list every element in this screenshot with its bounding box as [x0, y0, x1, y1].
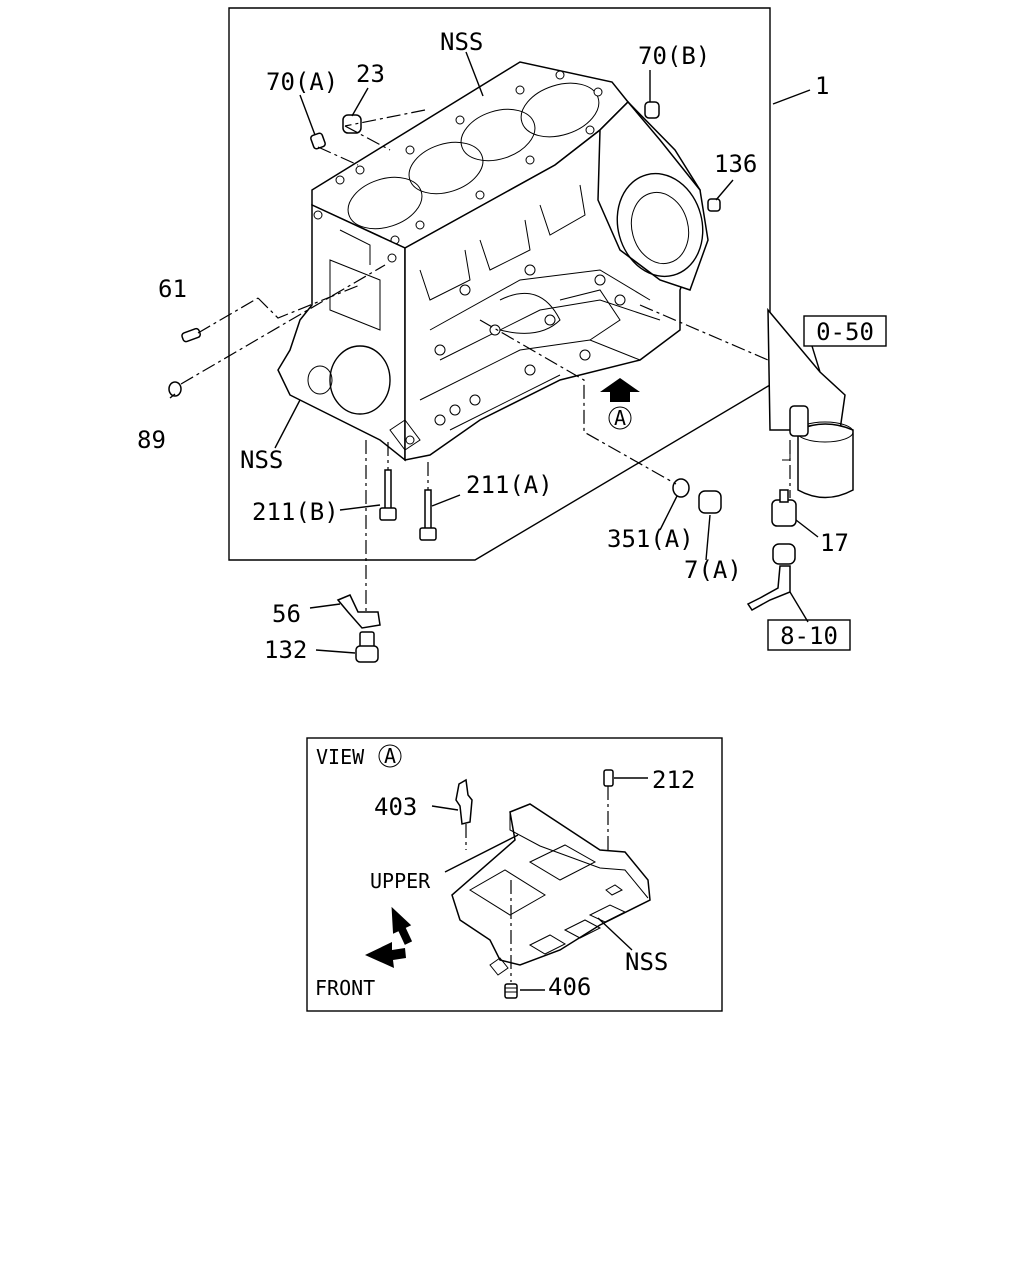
label-nss-inset: NSS [625, 948, 668, 976]
callout-labels: NSS 70(A) 23 70(B) 1 136 61 89 NSS 211(B… [137, 28, 849, 664]
label-89: 89 [137, 426, 166, 454]
direction-arrows-icon [365, 906, 413, 968]
pin-212 [603, 769, 614, 787]
plug-7a [698, 490, 722, 514]
label-211b: 211(B) [252, 498, 339, 526]
oil-pan [451, 803, 651, 976]
pin-61 [181, 327, 202, 343]
view-a-title-marker: A [384, 744, 396, 768]
bolt-132 [355, 631, 379, 663]
label-upper: UPPER [370, 869, 431, 893]
leader-lines [169, 51, 821, 654]
label-1: 1 [815, 72, 829, 100]
label-212: 212 [652, 766, 695, 794]
view-a-marker: A [614, 406, 626, 430]
gasket-351a [672, 478, 690, 498]
label-136: 136 [714, 150, 757, 178]
label-351a: 351(A) [607, 525, 694, 553]
label-132: 132 [264, 636, 307, 664]
view-a-inset: VIEW A [306, 737, 723, 1012]
bracket-56 [336, 594, 381, 629]
alignment-lines [180, 109, 791, 612]
ref-8-10[interactable]: 8-10 [780, 622, 838, 650]
ref-box-oil-filter[interactable]: 0-50 [803, 315, 887, 347]
label-403: 403 [374, 793, 417, 821]
ref-box-pipe[interactable]: 8-10 [767, 619, 851, 651]
bolt-211a [419, 489, 437, 541]
oil-filter-assembly [767, 307, 854, 499]
label-61: 61 [158, 275, 187, 303]
label-nss-left: NSS [240, 446, 283, 474]
label-211a: 211(A) [466, 471, 553, 499]
plug-136 [707, 198, 721, 212]
label-7a: 7(A) [684, 556, 742, 584]
label-front: FRONT [315, 976, 375, 1000]
plug-406 [504, 983, 518, 999]
bolt-211b [379, 469, 397, 521]
dowel-70b [644, 101, 660, 119]
view-a-title: VIEW [316, 745, 365, 769]
label-56: 56 [272, 600, 301, 628]
view-a-arrow-icon: A [600, 378, 640, 430]
label-nss-top: NSS [440, 28, 483, 56]
sensor-17 [771, 489, 797, 527]
pipe-8-10 [746, 543, 796, 611]
label-406: 406 [548, 973, 591, 1001]
label-17: 17 [820, 529, 849, 557]
ref-0-50[interactable]: 0-50 [816, 318, 874, 346]
label-70a: 70(A) [266, 68, 338, 96]
main-frame [228, 7, 771, 561]
baffle-403 [455, 778, 473, 825]
ring-89 [168, 381, 182, 397]
label-70b: 70(B) [638, 42, 710, 70]
label-23: 23 [356, 60, 385, 88]
cylinder-block [277, 61, 709, 462]
